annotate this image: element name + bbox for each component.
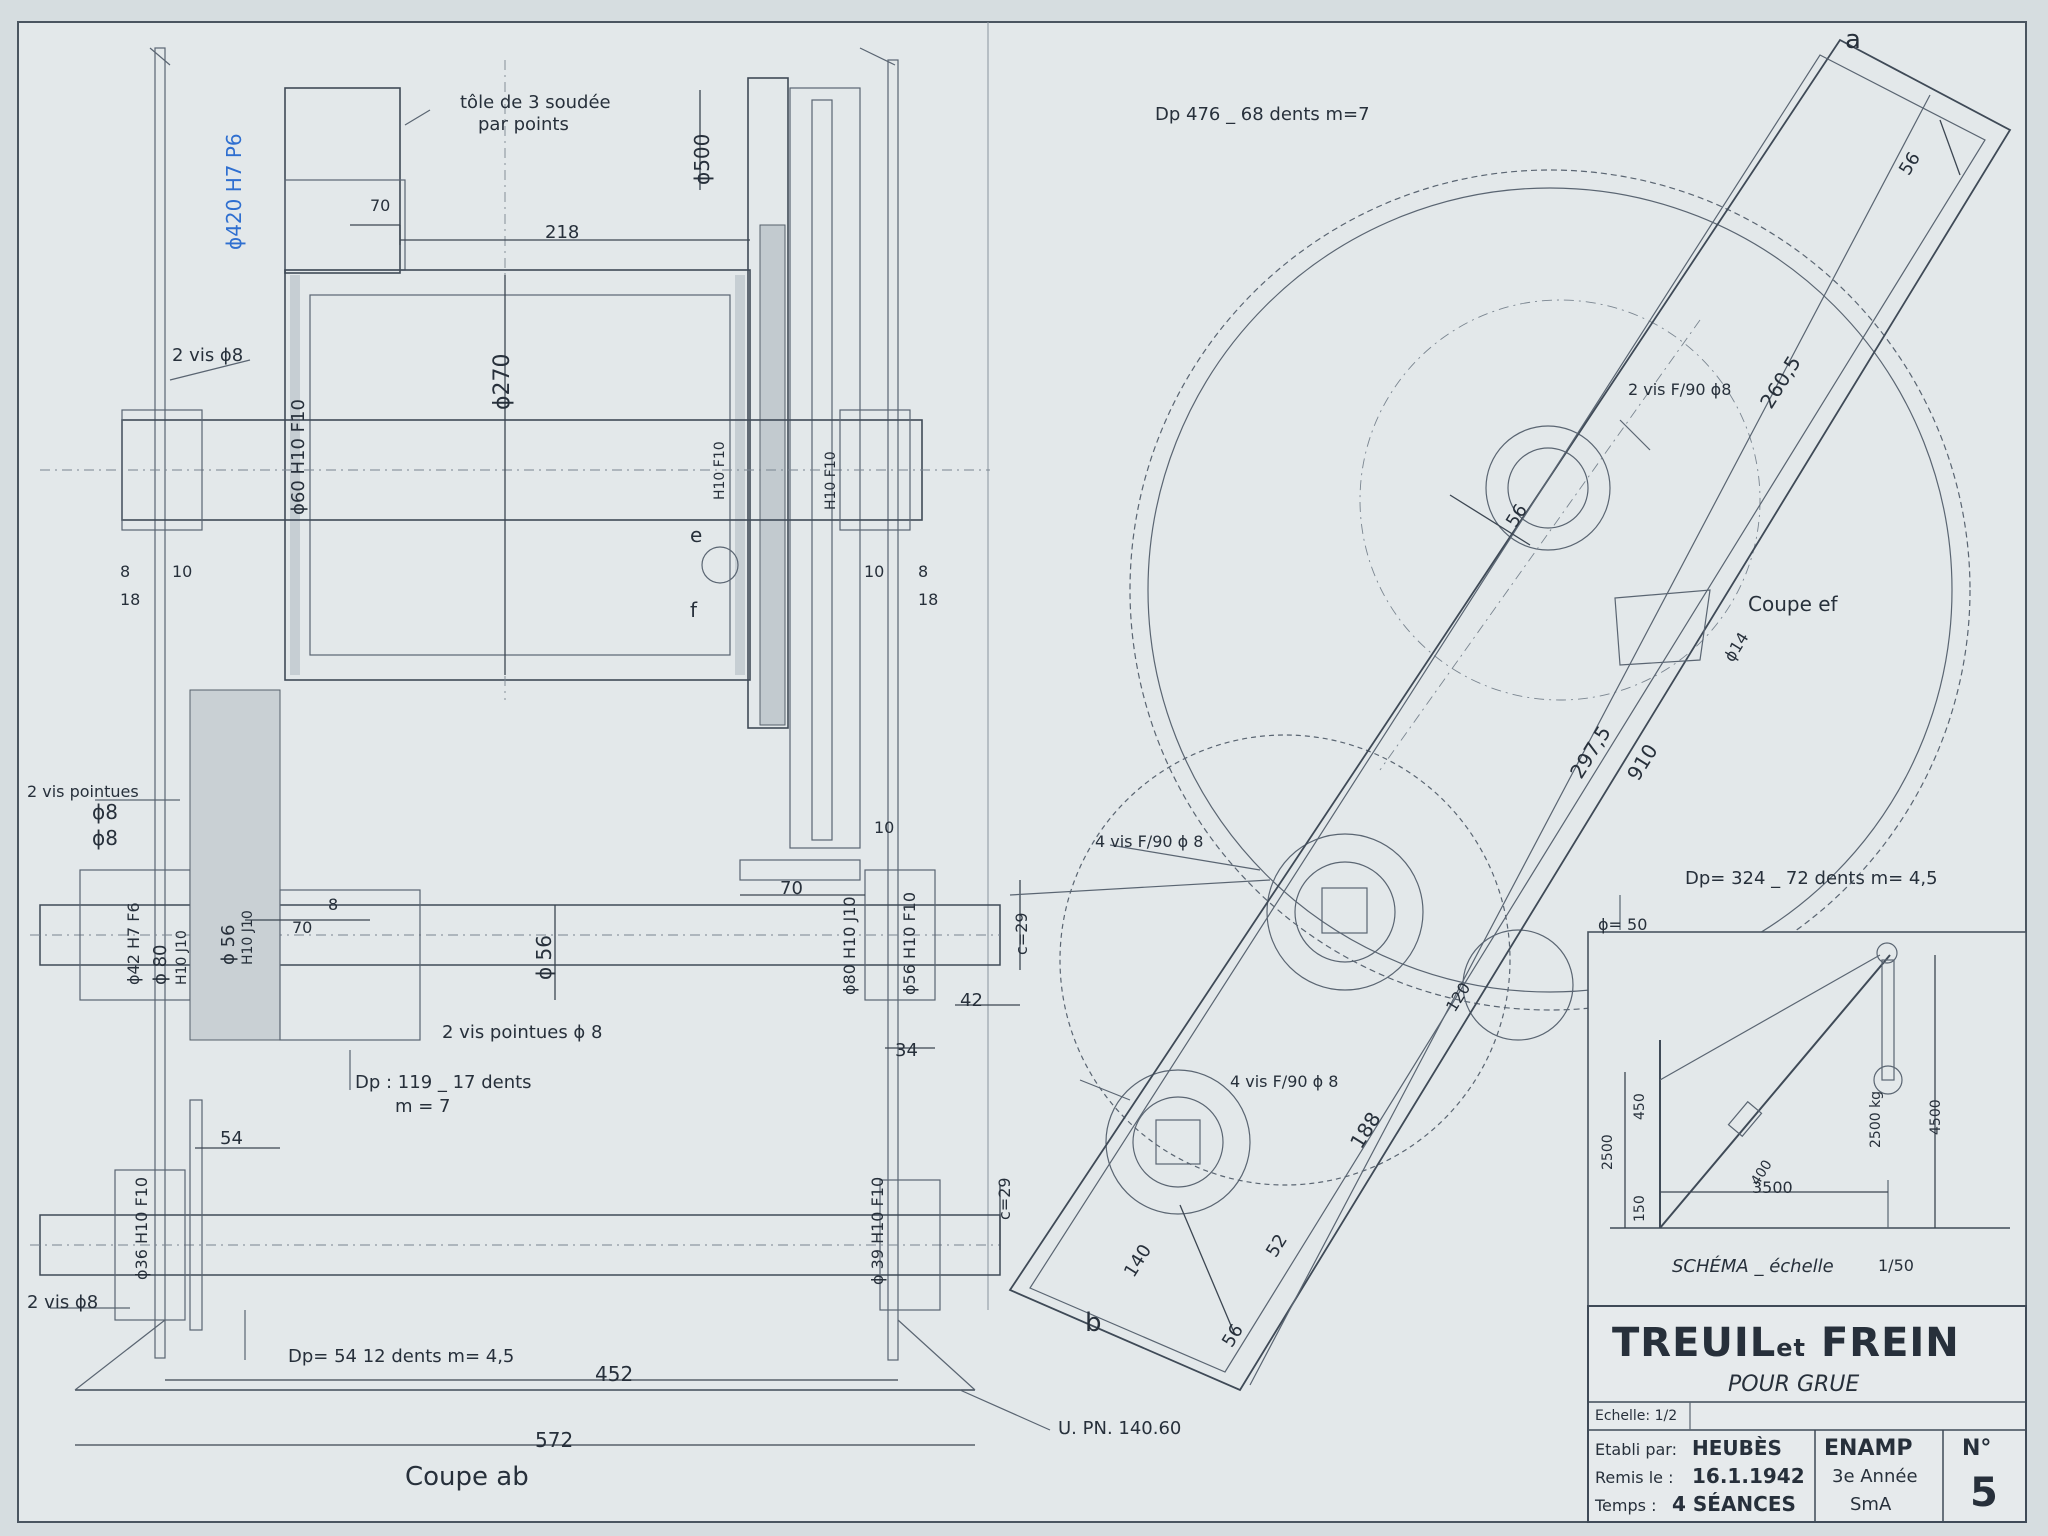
schema-dim-150: 150 [1632, 1195, 1648, 1222]
schema-dim-3500: 3500 [1752, 1178, 1793, 1197]
dim-d270: ϕ270 [490, 353, 515, 410]
section-ab [30, 47, 1051, 1446]
fit-c: H10 J10 [174, 930, 190, 985]
schema-box [1587, 931, 2027, 1307]
number-label: N° [1962, 1436, 1992, 1461]
screws-f90-1: 2 vis F/90 ϕ8 [1628, 380, 1732, 399]
title-main: TREUILet FREIN [1612, 1320, 1960, 1366]
date-label: Remis le : [1595, 1468, 1674, 1487]
dim-d56-left: ϕ 56 [218, 924, 239, 966]
screws-bottom: 2 vis ϕ8 [27, 1292, 99, 1313]
label-b: b [1085, 1308, 1102, 1338]
title-block [1587, 1305, 2027, 1523]
schema-scale: 1/50 [1878, 1256, 1914, 1275]
schema-load: 2500 kg [1868, 1090, 1884, 1148]
dim-70-center: 70 [292, 918, 313, 937]
drum-hatching [290, 275, 745, 675]
fit-a: H10 F10 [712, 441, 728, 500]
dim-70-top: 70 [370, 196, 391, 215]
screws-pointues-label: 2 vis pointues [27, 782, 139, 801]
dim-d80-right: ϕ80 H10 J10 [840, 896, 859, 995]
drawing-number: 5 [1970, 1470, 1998, 1516]
dim-8-right: 8 [918, 562, 929, 581]
dp119-line1: Dp : 119 _ 17 dents [355, 1072, 532, 1093]
author-label: Etabli par: [1595, 1440, 1677, 1459]
screws-f90-2: 4 vis F/90 ϕ 8 [1095, 832, 1204, 851]
label-a: a [1845, 25, 1861, 55]
dim-70-rim: 70 [780, 878, 803, 899]
dim-d80: ϕ 80 [150, 944, 171, 986]
screws-f90-3: 4 vis F/90 ϕ 8 [1230, 1072, 1339, 1091]
title-brake: FREIN [1820, 1320, 1960, 1366]
dim-d39: ϕ 39 H10 F10 [868, 1176, 887, 1285]
section-ab-title: Coupe ab [405, 1462, 529, 1492]
dp324-note: Dp= 324 _ 72 dents m= 4,5 [1685, 868, 1938, 889]
dim-18-right: 18 [918, 590, 939, 609]
schema-dim-450: 450 [1632, 1093, 1648, 1120]
dim-10-right: 10 [864, 562, 885, 581]
school-name: ENAMP [1824, 1436, 1913, 1461]
dim-452: 452 [595, 1362, 634, 1386]
blue-dimension-420: ϕ420 H7 P6 [222, 133, 246, 250]
dim-572: 572 [535, 1428, 574, 1452]
dim-8: 8 [120, 562, 131, 581]
screws-pointues-dia-1: ϕ8 [92, 800, 118, 824]
fit-b: H10 F10 [823, 451, 839, 510]
date-value: 16.1.1942 [1692, 1464, 1805, 1488]
coupe-ef-label: Coupe ef [1748, 592, 1838, 616]
time-value: 4 SÉANCES [1672, 1492, 1796, 1516]
time-label: Temps : [1595, 1496, 1657, 1515]
screws-top: 2 vis ϕ8 [172, 345, 244, 366]
school-year: 3e Année [1832, 1466, 1918, 1487]
dim-d56-mid: ϕ 56 [532, 935, 556, 980]
dim-c29-bottom: c=29 [995, 1177, 1014, 1220]
schema-title: SCHÉMA _ échelle [1672, 1256, 1834, 1277]
title-winch: TREUIL [1612, 1320, 1777, 1366]
author-name: HEUBÈS [1692, 1436, 1782, 1460]
label-f: f [690, 598, 698, 622]
dim-10-bottom: 10 [874, 818, 895, 837]
dim-d500: ϕ500 [690, 133, 714, 185]
sheet-note-1: tôle de 3 soudée [460, 92, 611, 113]
dim-8-center: 8 [328, 895, 339, 914]
dim-10: 10 [172, 562, 193, 581]
dim-42: 42 [960, 990, 983, 1011]
dim-d36: ϕ36 H10 F10 [132, 1176, 151, 1280]
side-view [1008, 38, 2012, 1392]
schema-dim-4500: 4500 [1928, 1099, 1944, 1135]
title-scale: Echelle: 1/2 [1595, 1408, 1678, 1424]
dim-c29: c=29 [1012, 912, 1031, 955]
screws-pointues-dia-2: ϕ8 [92, 826, 118, 850]
dim-d50: ϕ= 50 [1598, 915, 1648, 934]
dim-54: 54 [220, 1128, 243, 1149]
label-e: e [690, 523, 703, 547]
sheet-note-2: par points [478, 114, 569, 135]
title-et: et [1776, 1334, 1807, 1362]
dim-34: 34 [895, 1040, 918, 1061]
title-subtitle: POUR GRUE [1728, 1372, 1860, 1397]
school-section: SmA [1850, 1494, 1892, 1515]
dp119-line2: m = 7 [395, 1096, 451, 1117]
dp54-note: Dp= 54 12 dents m= 4,5 [288, 1346, 515, 1367]
upn-profile: U. PN. 140.60 [1058, 1418, 1182, 1439]
dim-218: 218 [545, 222, 580, 243]
screws-pointues-mid: 2 vis pointues ϕ 8 [442, 1022, 603, 1043]
dp476-note: Dp 476 _ 68 dents m=7 [1155, 104, 1370, 125]
dim-d56-right: ϕ56 H10 F10 [900, 891, 919, 995]
fit-d: H10 J10 [240, 910, 256, 965]
dim-18: 18 [120, 590, 141, 609]
dim-d42: ϕ42 H7 F6 [124, 902, 143, 985]
schema-dim-2500: 2500 [1600, 1134, 1616, 1170]
dim-d60: ϕ60 H10 F10 [288, 399, 309, 515]
